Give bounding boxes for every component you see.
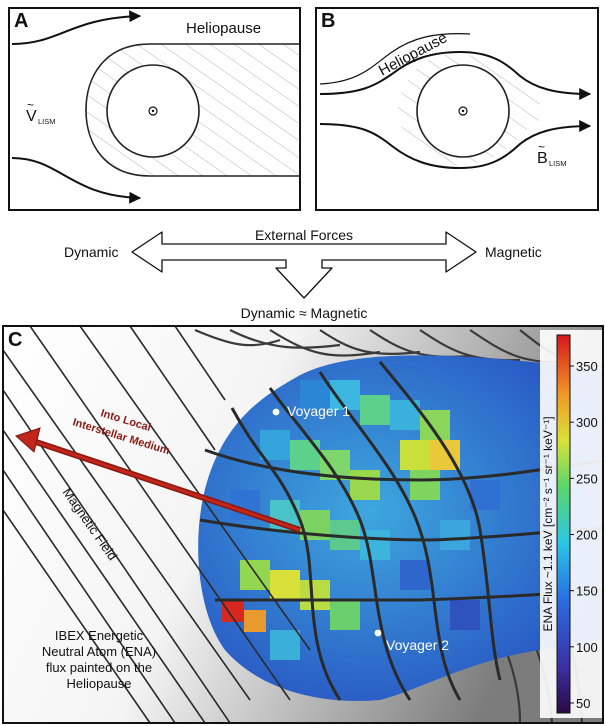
colorbar-tick-label: 200: [576, 528, 598, 543]
panel-a: A Heliopause V ~ LISM: [8, 7, 301, 211]
colorbar: ENA Flux ~1.1 keV [cm⁻² s⁻¹ sr⁻¹ keV⁻¹] …: [540, 330, 602, 718]
field-subscript: LISM: [549, 159, 567, 168]
voyager1-label: Voyager 1: [287, 403, 350, 419]
panel-c-letter: C: [8, 329, 22, 351]
ibex-caption-line3: flux painted on the: [46, 660, 152, 675]
colorbar-tick-label: 300: [576, 415, 598, 430]
colorbar-tick-label: 50: [576, 696, 590, 711]
magnetic-field-lines: [3, 326, 311, 723]
ibex-caption-line2: Neutral Atom (ENA): [42, 644, 156, 659]
panel-c: C Into Local Interstellar Medium Magneti…: [2, 325, 604, 724]
field-symbol: B: [537, 150, 548, 167]
ibex-caption-line4: Heliopause: [66, 676, 131, 691]
heliopause-label-a: Heliopause: [186, 20, 261, 37]
ibex-caption: IBEX Energetic Neutral Atom (ENA) flux p…: [42, 628, 156, 691]
ibex-caption-line1: IBEX Energetic: [55, 628, 144, 643]
lism-direction-arrow: [15, 427, 301, 533]
velocity-symbol: V: [26, 108, 37, 125]
colorbar-tick-label: 250: [576, 471, 598, 486]
tilde-mark-b: ~: [538, 140, 545, 154]
panel-b: B Heliopause B ~ LISM: [315, 7, 599, 211]
tilde-mark-a: ~: [27, 98, 34, 112]
flow-line-bottom-a: [11, 157, 142, 204]
colorbar-tick-label: 150: [576, 584, 598, 599]
colorbar-tick-label: 350: [576, 359, 598, 374]
voyager2-label: Voyager 2: [386, 637, 449, 653]
external-forces-diagram: External Forces Dynamic Magnetic Dynamic…: [64, 227, 542, 321]
voyager2-marker: [374, 629, 382, 637]
sun-icon-b: [458, 106, 468, 116]
field-line-top-b: [319, 50, 592, 100]
external-forces-title: External Forces: [255, 227, 353, 243]
sun-icon: [148, 106, 158, 116]
colorbar-ticks: 350 300 250 200 150 100 50: [570, 359, 598, 711]
colorbar-gradient: [556, 334, 571, 714]
ena-flux-map: [222, 380, 500, 660]
colorbar-title: ENA Flux ~1.1 keV [cm⁻² s⁻¹ sr⁻¹ keV⁻¹]: [541, 416, 555, 631]
panel-b-letter: B: [321, 10, 335, 32]
dynamic-label: Dynamic: [64, 244, 118, 260]
force-arrows: [131, 231, 477, 299]
panel-c-border: [2, 325, 604, 724]
outer-line-b: [319, 33, 471, 85]
magnetic-label: Magnetic: [485, 244, 542, 260]
field-line-bottom-b: [319, 120, 592, 170]
voyager1-marker: [272, 408, 280, 416]
flow-line-top-a: [11, 10, 142, 45]
dynamic-magnetic-balance-label: Dynamic ≈ Magnetic: [241, 305, 368, 321]
panel-a-letter: A: [14, 10, 28, 32]
colorbar-tick-label: 100: [576, 640, 598, 655]
velocity-subscript: LISM: [38, 117, 56, 126]
